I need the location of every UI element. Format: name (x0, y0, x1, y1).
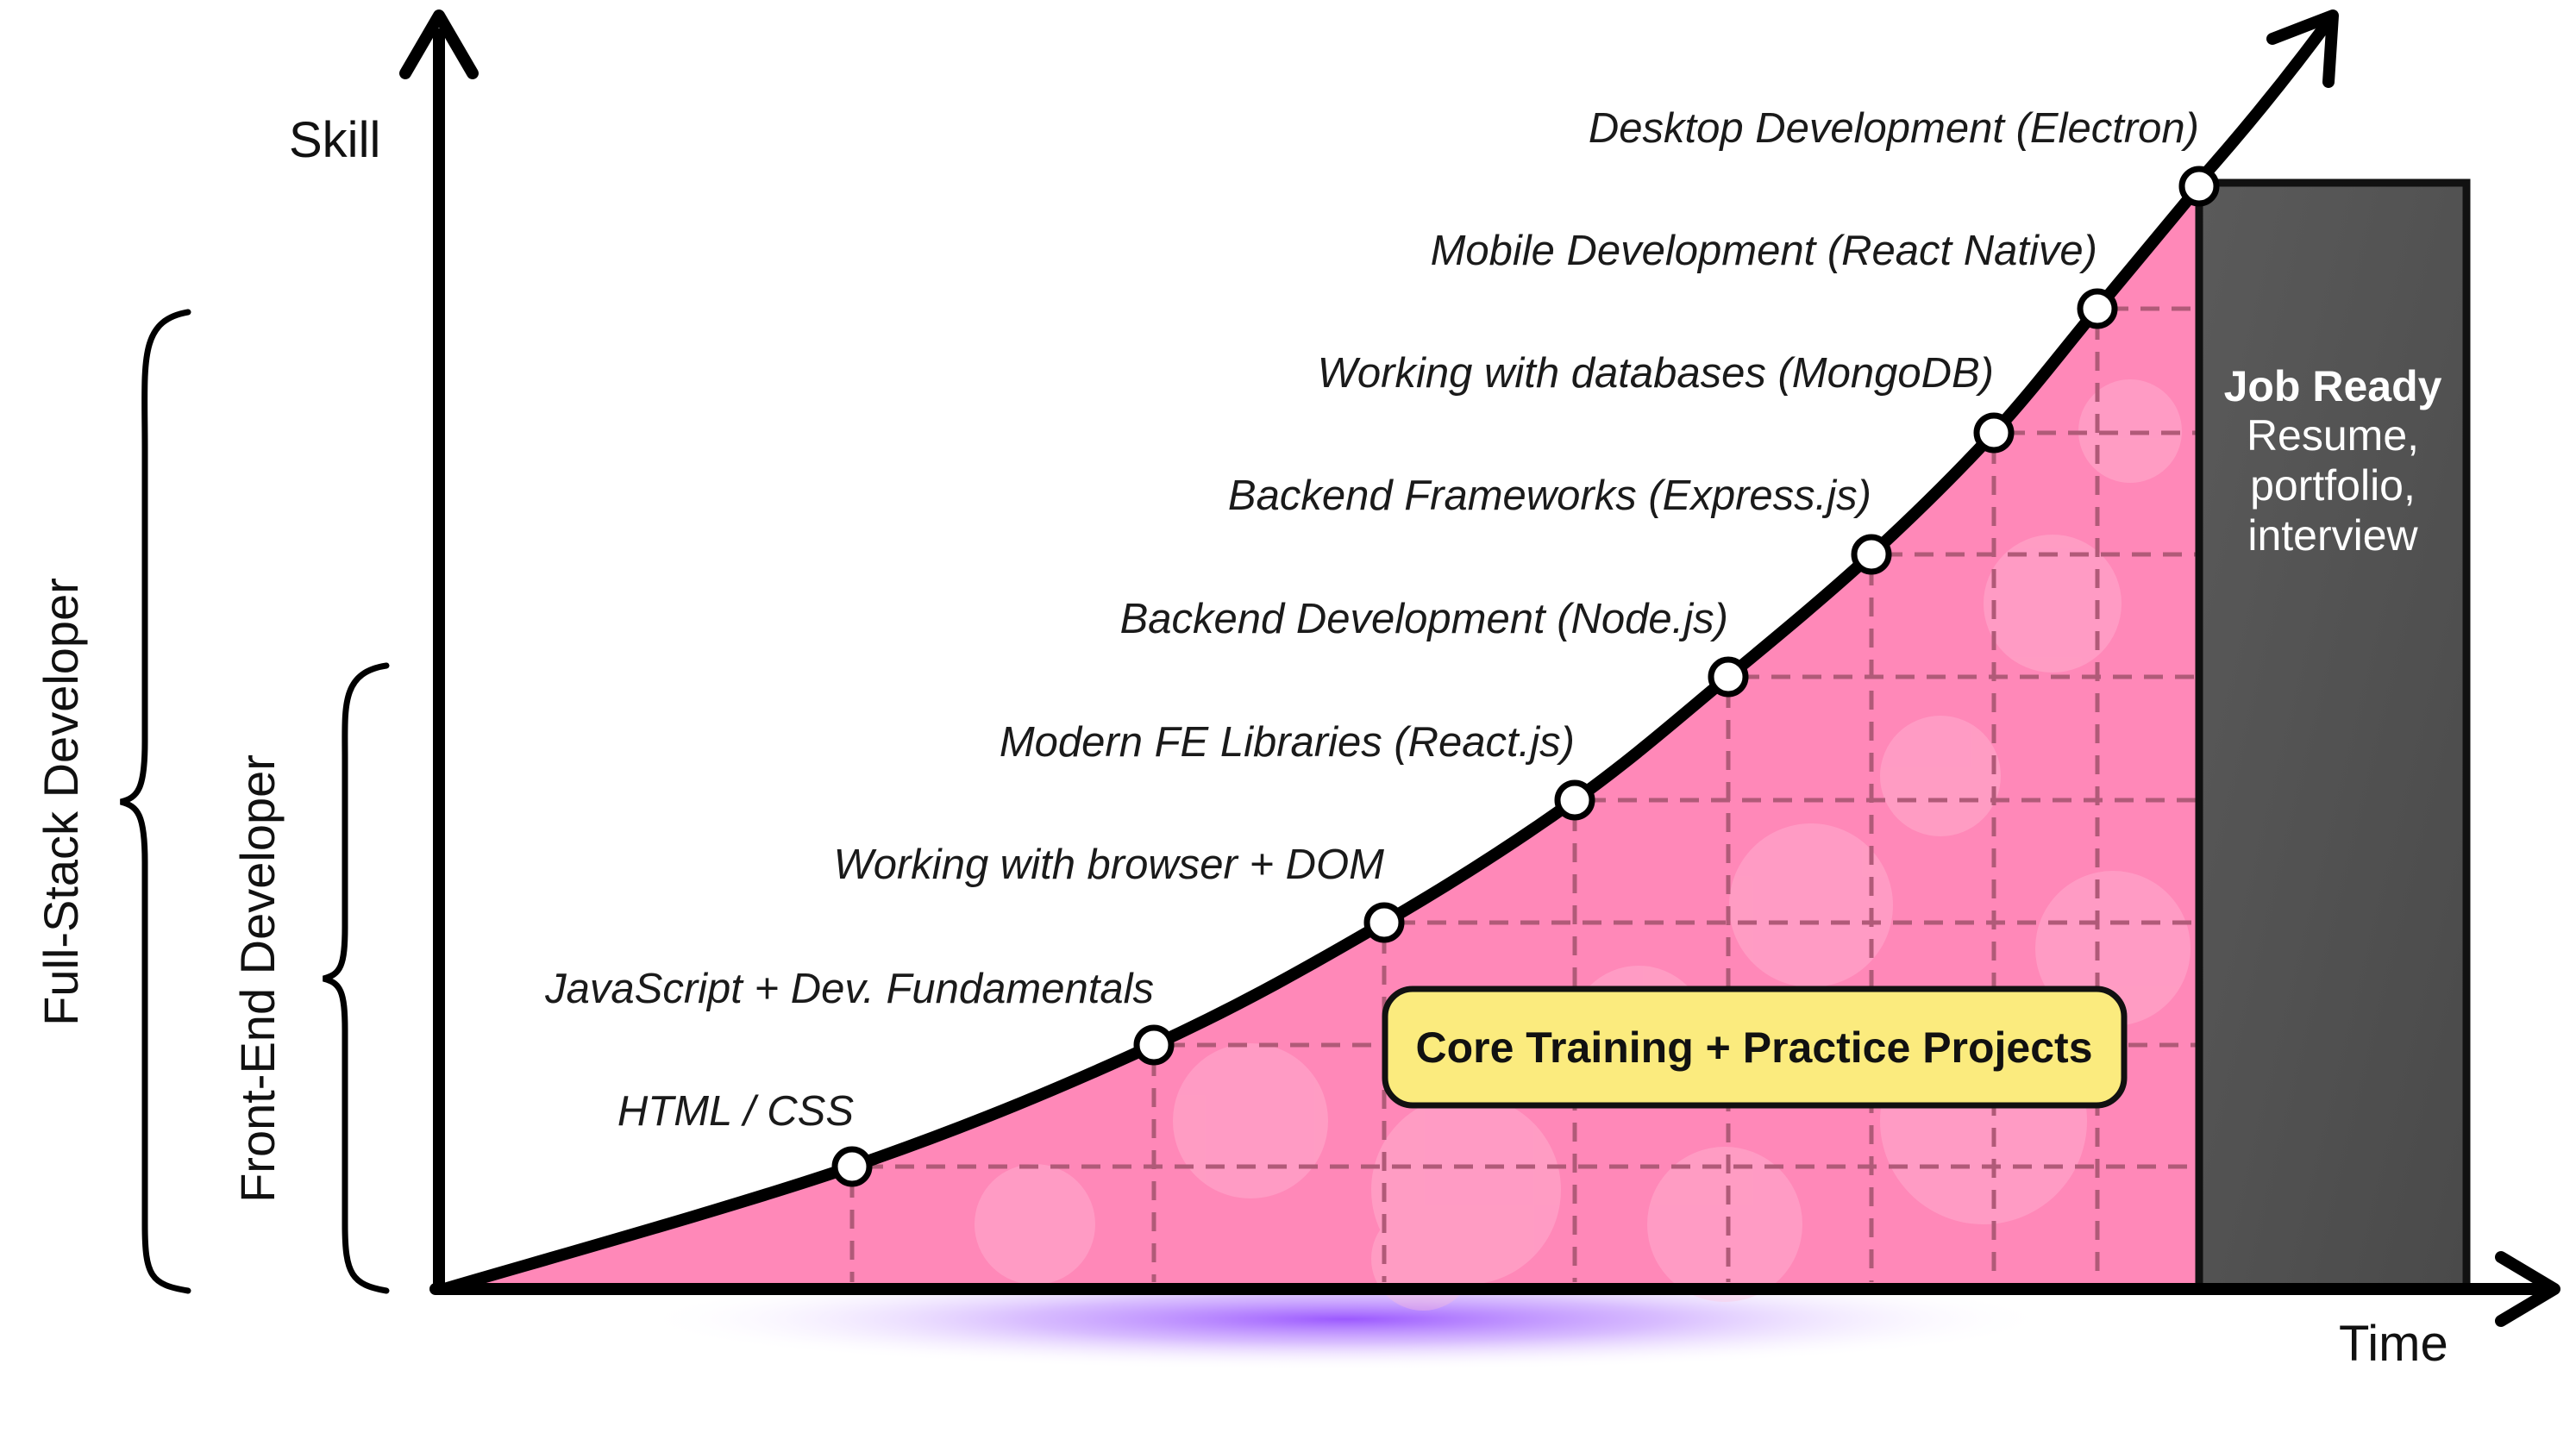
full-stack-brace (120, 309, 191, 1294)
milestone-label: Mobile Development (React Native) (1431, 228, 2097, 274)
front-end-label: Front-End Developer (230, 754, 285, 1203)
job-ready-title: Job Ready (2224, 362, 2442, 410)
texture-blob (1647, 1147, 1802, 1302)
milestone-label: Backend Development (Node.js) (1120, 596, 1728, 642)
milestone-label: Desktop Development (Electron) (1589, 105, 2199, 152)
x-axis-label: Time (2339, 1316, 2448, 1372)
milestones: HTML / CSS JavaScript + Dev. Fundamentals… (544, 105, 2220, 1187)
milestone-dot (1133, 1024, 1175, 1066)
texture-blob (1371, 1095, 1561, 1285)
milestone-dot (1708, 656, 1749, 698)
milestone-label: Backend Frameworks (Express.js) (1228, 472, 1871, 519)
milestone-label: Working with databases (MongoDB) (1318, 350, 1994, 397)
job-ready-line-2: portfolio, (2250, 461, 2416, 510)
milestone-label: Working with browser + DOM (833, 842, 1384, 888)
milestone-dot (831, 1146, 873, 1187)
texture-blob (975, 1164, 1095, 1285)
y-axis-arrowhead (399, 9, 479, 79)
milestone-dot (2178, 166, 2220, 207)
curve-tail (2191, 13, 2336, 189)
core-training-label: Core Training + Practice Projects (1415, 1023, 2092, 1072)
milestone-dot (1554, 779, 1595, 821)
job-ready-line-1: Resume, (2247, 411, 2419, 460)
milestone-dot (1851, 534, 1892, 575)
texture-blob (1984, 535, 2122, 673)
milestone-label: JavaScript + Dev. Fundamentals (544, 966, 1154, 1012)
milestone-label: Modern FE Libraries (React.js) (1000, 719, 1575, 766)
texture-blob (1173, 1043, 1328, 1198)
texture-blob (1880, 716, 2001, 836)
milestone-dot (1363, 902, 1405, 943)
x-axis-arrowhead (2495, 1251, 2560, 1327)
texture-blob (1729, 823, 1893, 987)
front-end-brace (323, 662, 390, 1294)
milestone-dot (1973, 412, 2015, 454)
full-stack-label: Full-Stack Developer (34, 578, 88, 1026)
y-axis-label: Skill (289, 112, 380, 168)
core-training-box (1382, 986, 2128, 1109)
milestone-dot (2077, 288, 2118, 329)
job-ready-line-3: interview (2247, 511, 2418, 560)
milestone-label: HTML / CSS (617, 1088, 854, 1135)
job-ready-box (2195, 178, 2471, 1293)
